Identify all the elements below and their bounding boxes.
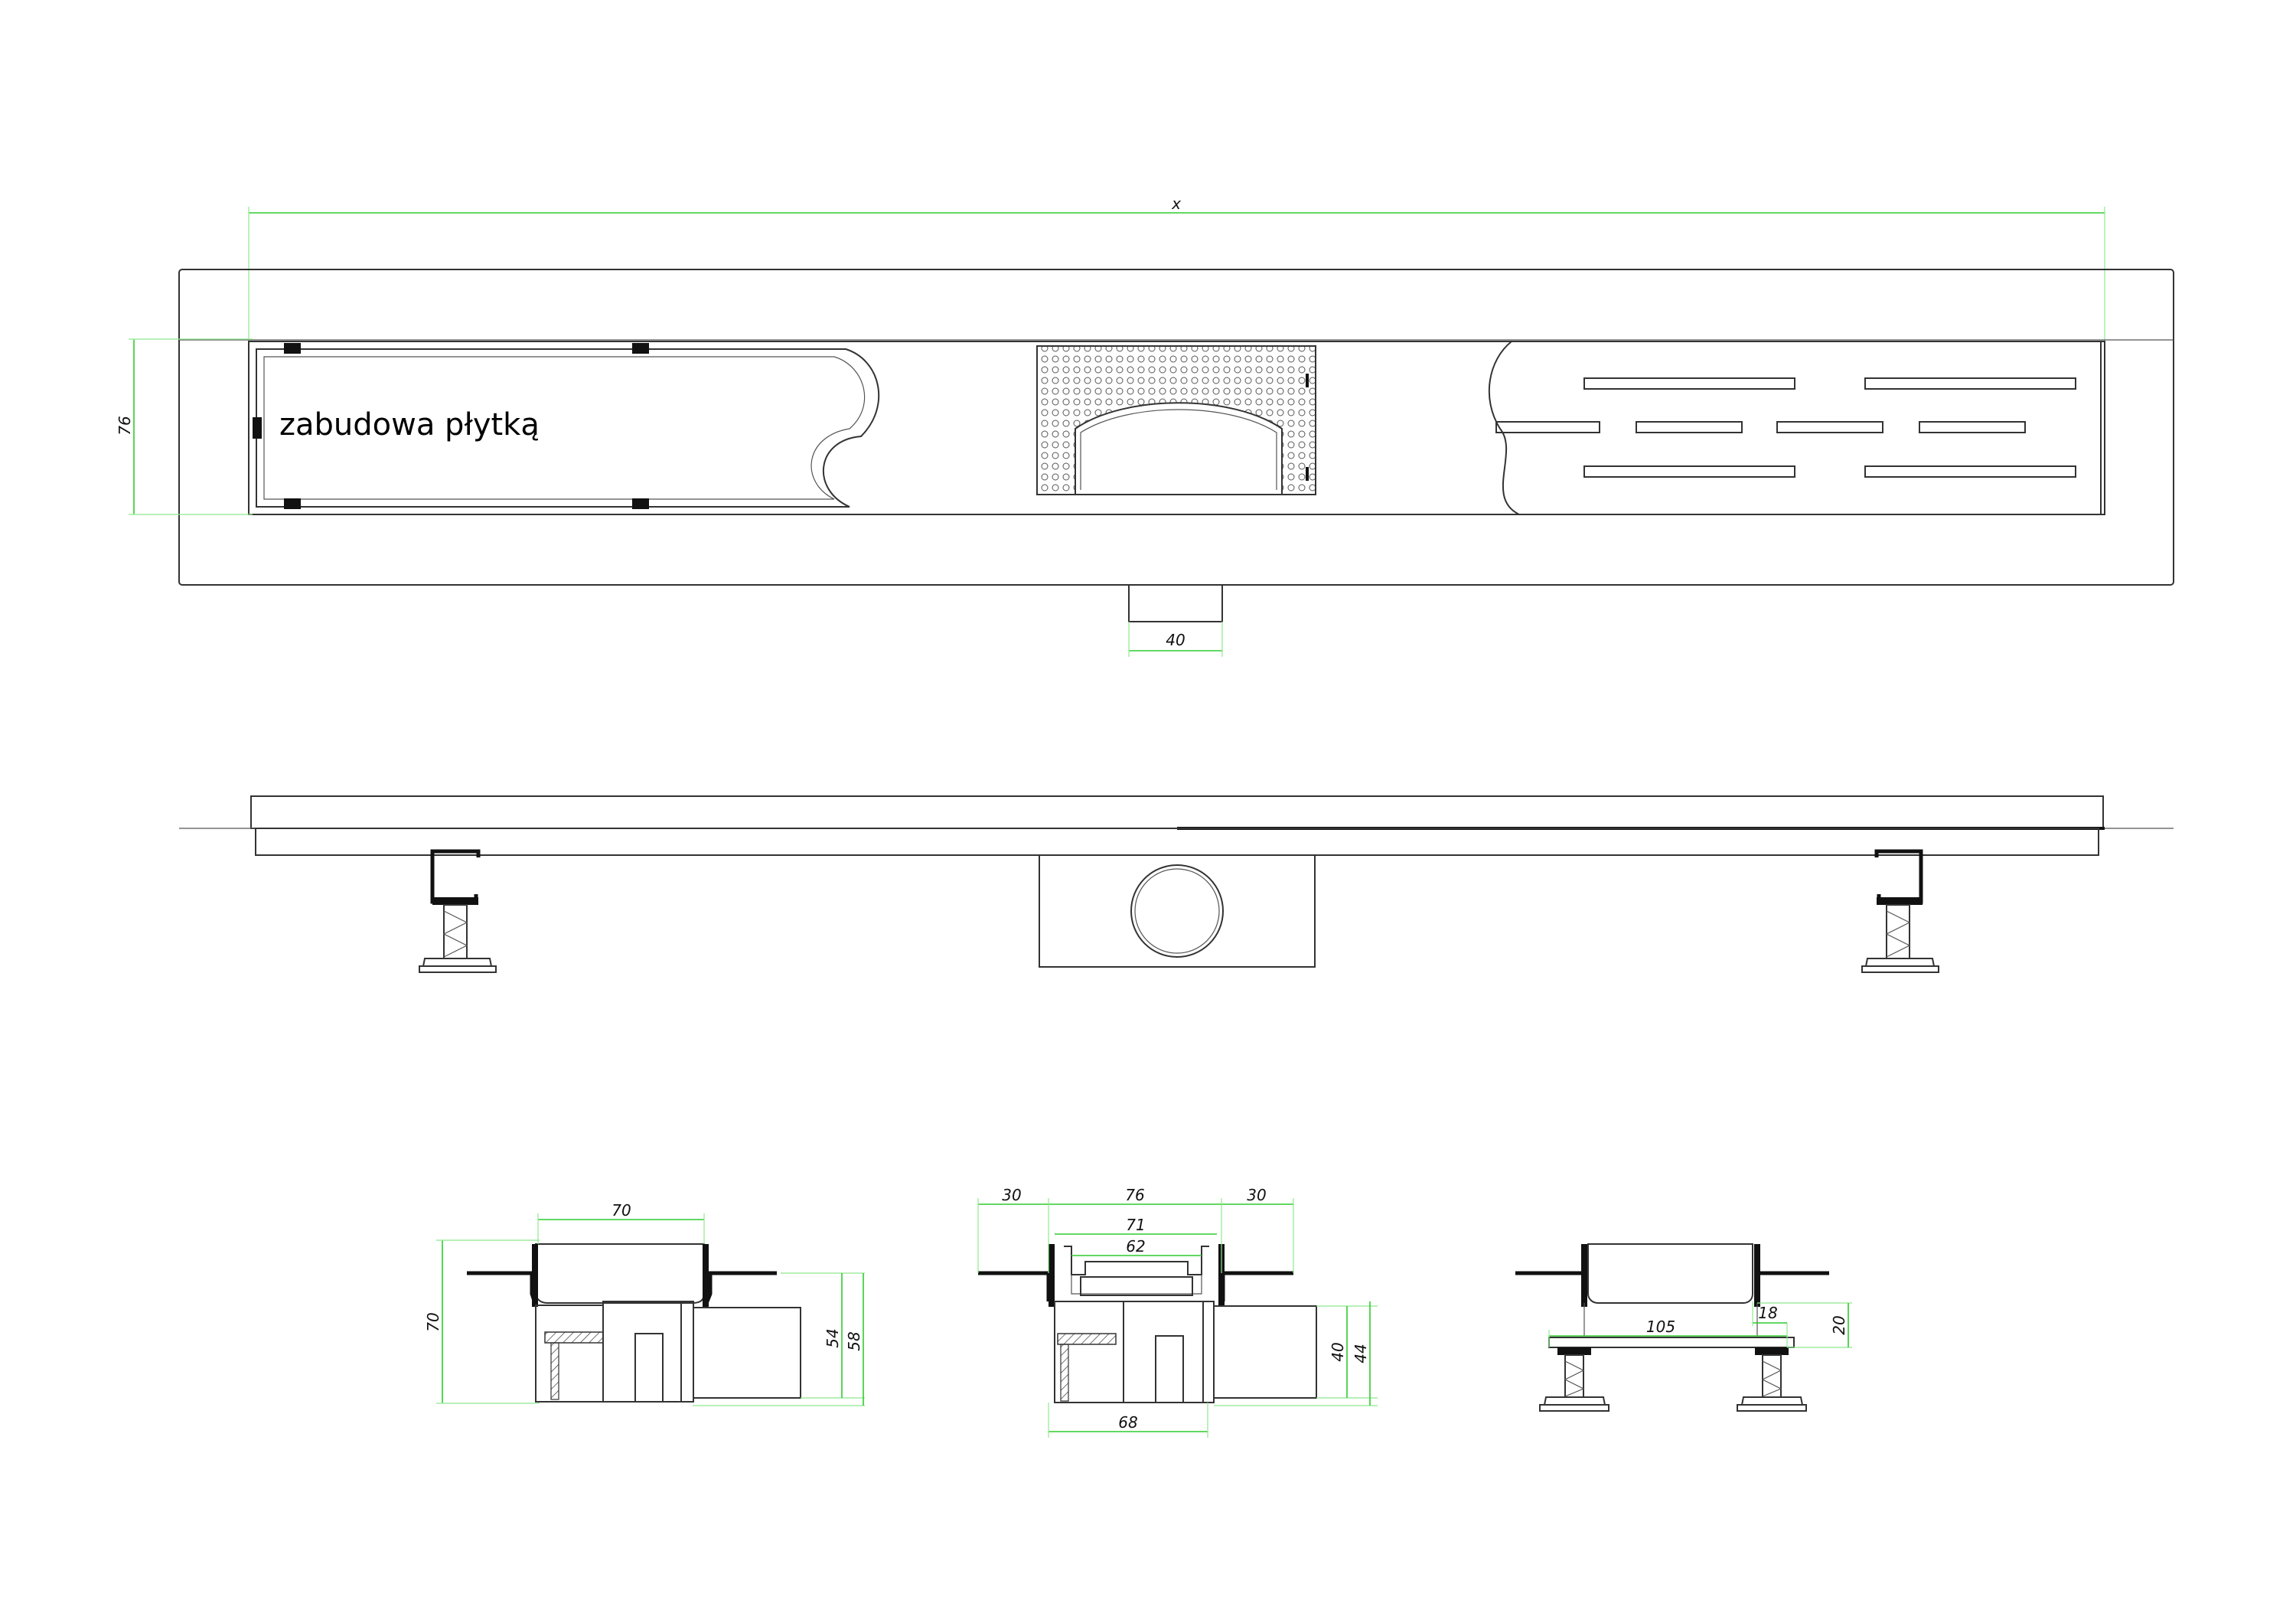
section-middle-inner-width: 71: [1126, 1216, 1145, 1234]
section-left-width: 70: [612, 1201, 631, 1220]
section-left-dim-a: 54: [823, 1328, 842, 1347]
perforated-cover: [1036, 345, 1316, 495]
outlet: 40: [1128, 584, 1223, 657]
left-foot: [419, 849, 497, 973]
section-left-height: 70: [424, 1312, 442, 1331]
top-view: x 76 zabudowa płytką: [116, 194, 2174, 657]
section-middle-top-width: 76: [1125, 1186, 1144, 1204]
section-right-foot-width: 18: [1758, 1304, 1777, 1322]
section-middle-right-flange: 30: [1247, 1186, 1266, 1204]
section-middle: 30 76 30 71 62 40 44 68: [977, 1186, 1378, 1438]
right-foot: [1861, 849, 1939, 973]
section-left-dim-b: 58: [845, 1331, 863, 1350]
outlet-label: 40: [1166, 631, 1185, 649]
section-right-right-foot: [1737, 1347, 1807, 1412]
section-middle-dim-a: 40: [1329, 1342, 1347, 1361]
section-left: 70 70 54 58: [424, 1201, 865, 1406]
siphon-body: [1039, 854, 1316, 968]
section-right-height: 20: [1830, 1315, 1848, 1334]
channel-outline: [248, 341, 2105, 515]
width-label: 76: [116, 416, 134, 435]
slotted-grate: [1488, 341, 2102, 515]
section-middle-left-flange: 30: [1002, 1186, 1021, 1204]
section-middle-bottom-width: 68: [1118, 1413, 1137, 1432]
section-right: 105 18 20: [1515, 1243, 1852, 1412]
section-middle-grate-width: 62: [1126, 1237, 1145, 1256]
tile-insert-grate: zabudowa płytką: [253, 343, 880, 509]
section-middle-dim-b: 44: [1352, 1344, 1370, 1363]
section-right-span: 105: [1646, 1318, 1675, 1336]
side-view: [179, 795, 2174, 973]
section-right-left-foot: [1539, 1347, 1609, 1412]
width-dimension: 76: [116, 338, 253, 515]
tile-insert-label: zabudowa płytką: [279, 407, 540, 442]
length-label: x: [1171, 194, 1181, 213]
